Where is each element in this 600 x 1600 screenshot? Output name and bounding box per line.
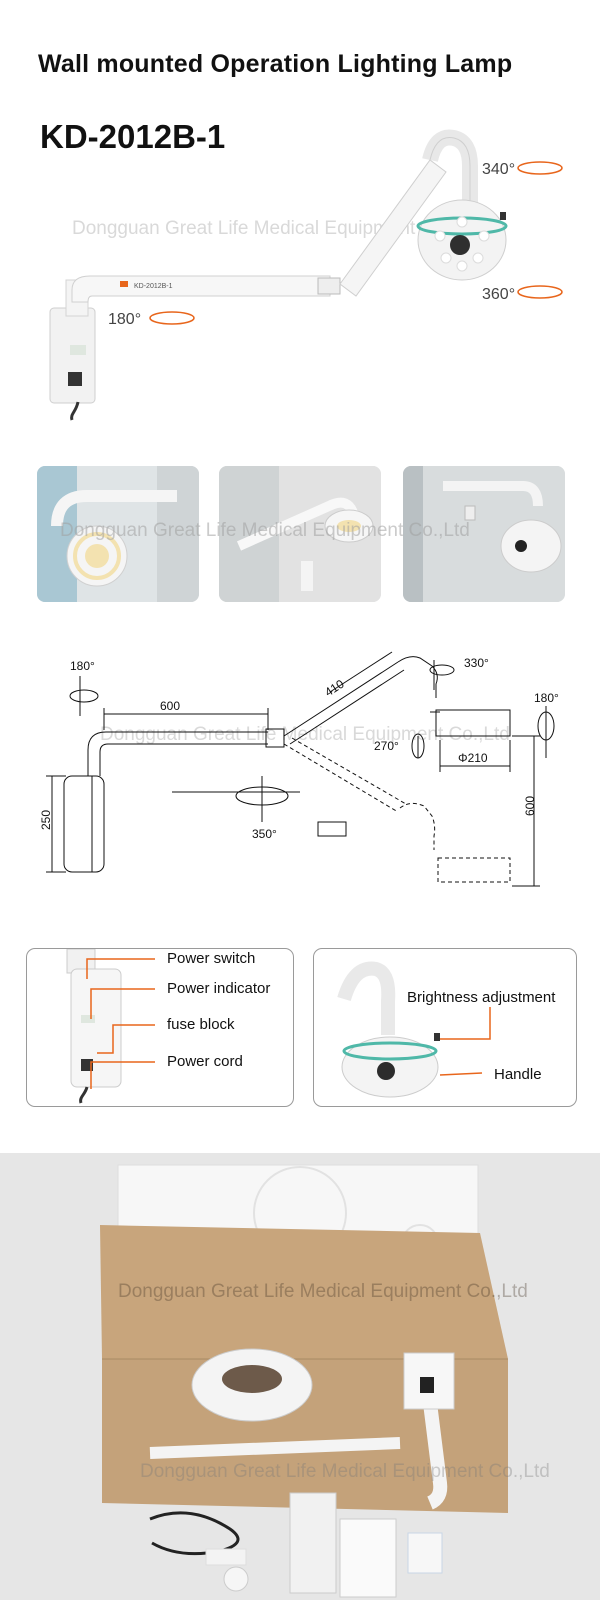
feature-panel-right: Brightness adjustment Handle — [313, 948, 577, 1107]
arm-label: KD-2012B-1 — [134, 283, 173, 290]
watermark-thumbs: Dongguan Great Life Medical Equipment Co… — [60, 520, 470, 541]
photo-thumbnail-1 — [37, 466, 199, 602]
feature-panel-left: Power switch Power indicator fuse block … — [26, 948, 294, 1107]
label-handle: Handle — [494, 1066, 542, 1083]
dim-lamp-diameter: Φ210 — [458, 751, 488, 765]
label-brightness-adjustment: Brightness adjustment — [407, 989, 556, 1006]
hero-lamp-illustration: KD-2012B-1 — [49, 129, 563, 421]
label-power-indicator: Power indicator — [167, 980, 271, 997]
dim-rot-top: 330° — [464, 656, 489, 670]
model-number: KD-2012B-1 — [40, 118, 226, 155]
rotation-label-top: 340° — [482, 161, 516, 178]
photo-thumbnail-3 — [403, 466, 565, 602]
watermark-bottom: Dongguan Great Life Medical Equipment Co… — [140, 1461, 550, 1482]
dim-arm-length: 600 — [160, 699, 180, 713]
product-title: Wall mounted Operation Lighting Lamp — [38, 50, 513, 78]
dim-rot-joint: 270° — [374, 739, 399, 753]
dim-rot-lower: 350° — [252, 827, 277, 841]
watermark-box: Dongguan Great Life Medical Equipment Co… — [118, 1281, 528, 1302]
dimension-diagram: 180° 600 410 330° 180° 270° Φ210 250 600… — [39, 651, 559, 887]
package-contents-photo: Dongguan Great Life Medical Equipment Co… — [0, 1153, 600, 1600]
photo-thumbnail-2 — [219, 466, 381, 602]
dim-drop-height: 600 — [523, 796, 537, 816]
label-power-cord: Power cord — [167, 1053, 243, 1070]
dim-base-height: 250 — [39, 810, 53, 830]
label-fuse-block: fuse block — [167, 1016, 235, 1033]
rotation-label-base: 180° — [108, 311, 142, 328]
dim-rot-base: 180° — [70, 659, 95, 673]
label-power-switch: Power switch — [167, 950, 256, 967]
rotation-label-lamp: 360° — [482, 286, 516, 303]
dim-rot-right: 180° — [534, 691, 559, 705]
dim-arm2-length: 410 — [322, 677, 347, 700]
